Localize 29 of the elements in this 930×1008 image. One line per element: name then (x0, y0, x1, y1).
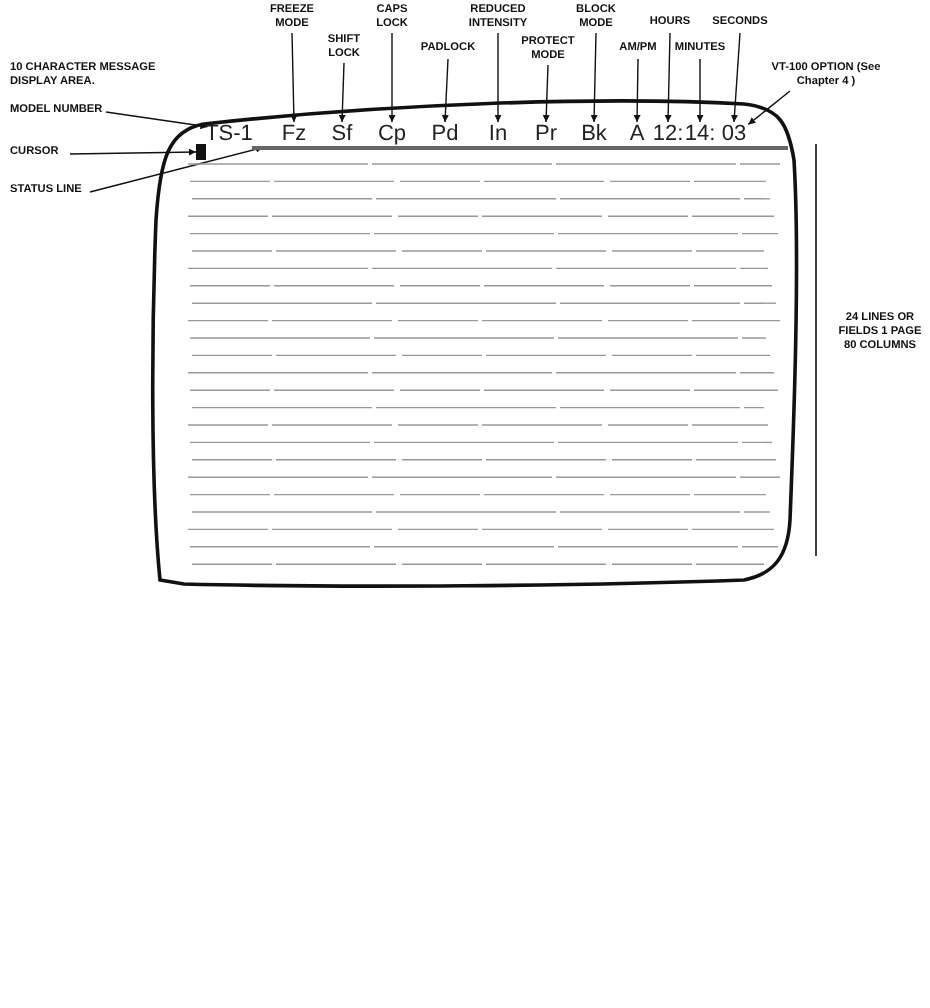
leader-line (542, 64, 550, 123)
leader-line (290, 32, 298, 123)
leader-line (747, 90, 791, 126)
status-indicator: In (482, 122, 514, 146)
leader-line (696, 58, 704, 123)
status-indicator: Bk (576, 122, 612, 146)
leader-line (338, 62, 346, 123)
status-indicator: TS-1 (202, 122, 256, 146)
status-indicator: A (626, 122, 648, 146)
status-line (252, 146, 788, 149)
leader-line (441, 58, 449, 123)
status-indicator: 03 (716, 122, 752, 146)
leader-line (89, 145, 264, 193)
leader-line (388, 32, 396, 123)
status-indicator: Fz (278, 122, 310, 146)
leader-line (731, 32, 741, 123)
leader-line (633, 58, 641, 123)
status-indicator: Pr (530, 122, 562, 146)
leader-line (664, 32, 672, 123)
leader-line (494, 32, 502, 123)
status-indicator: Pd (428, 122, 462, 146)
status-indicator: 14: (682, 122, 718, 146)
status-indicator: 12: (650, 122, 686, 146)
status-indicator: Cp (374, 122, 410, 146)
leader-line (69, 148, 197, 156)
status-indicator: Sf (326, 122, 358, 146)
leader-line (105, 111, 209, 130)
cursor-block (196, 144, 206, 160)
leader-line (590, 32, 598, 123)
